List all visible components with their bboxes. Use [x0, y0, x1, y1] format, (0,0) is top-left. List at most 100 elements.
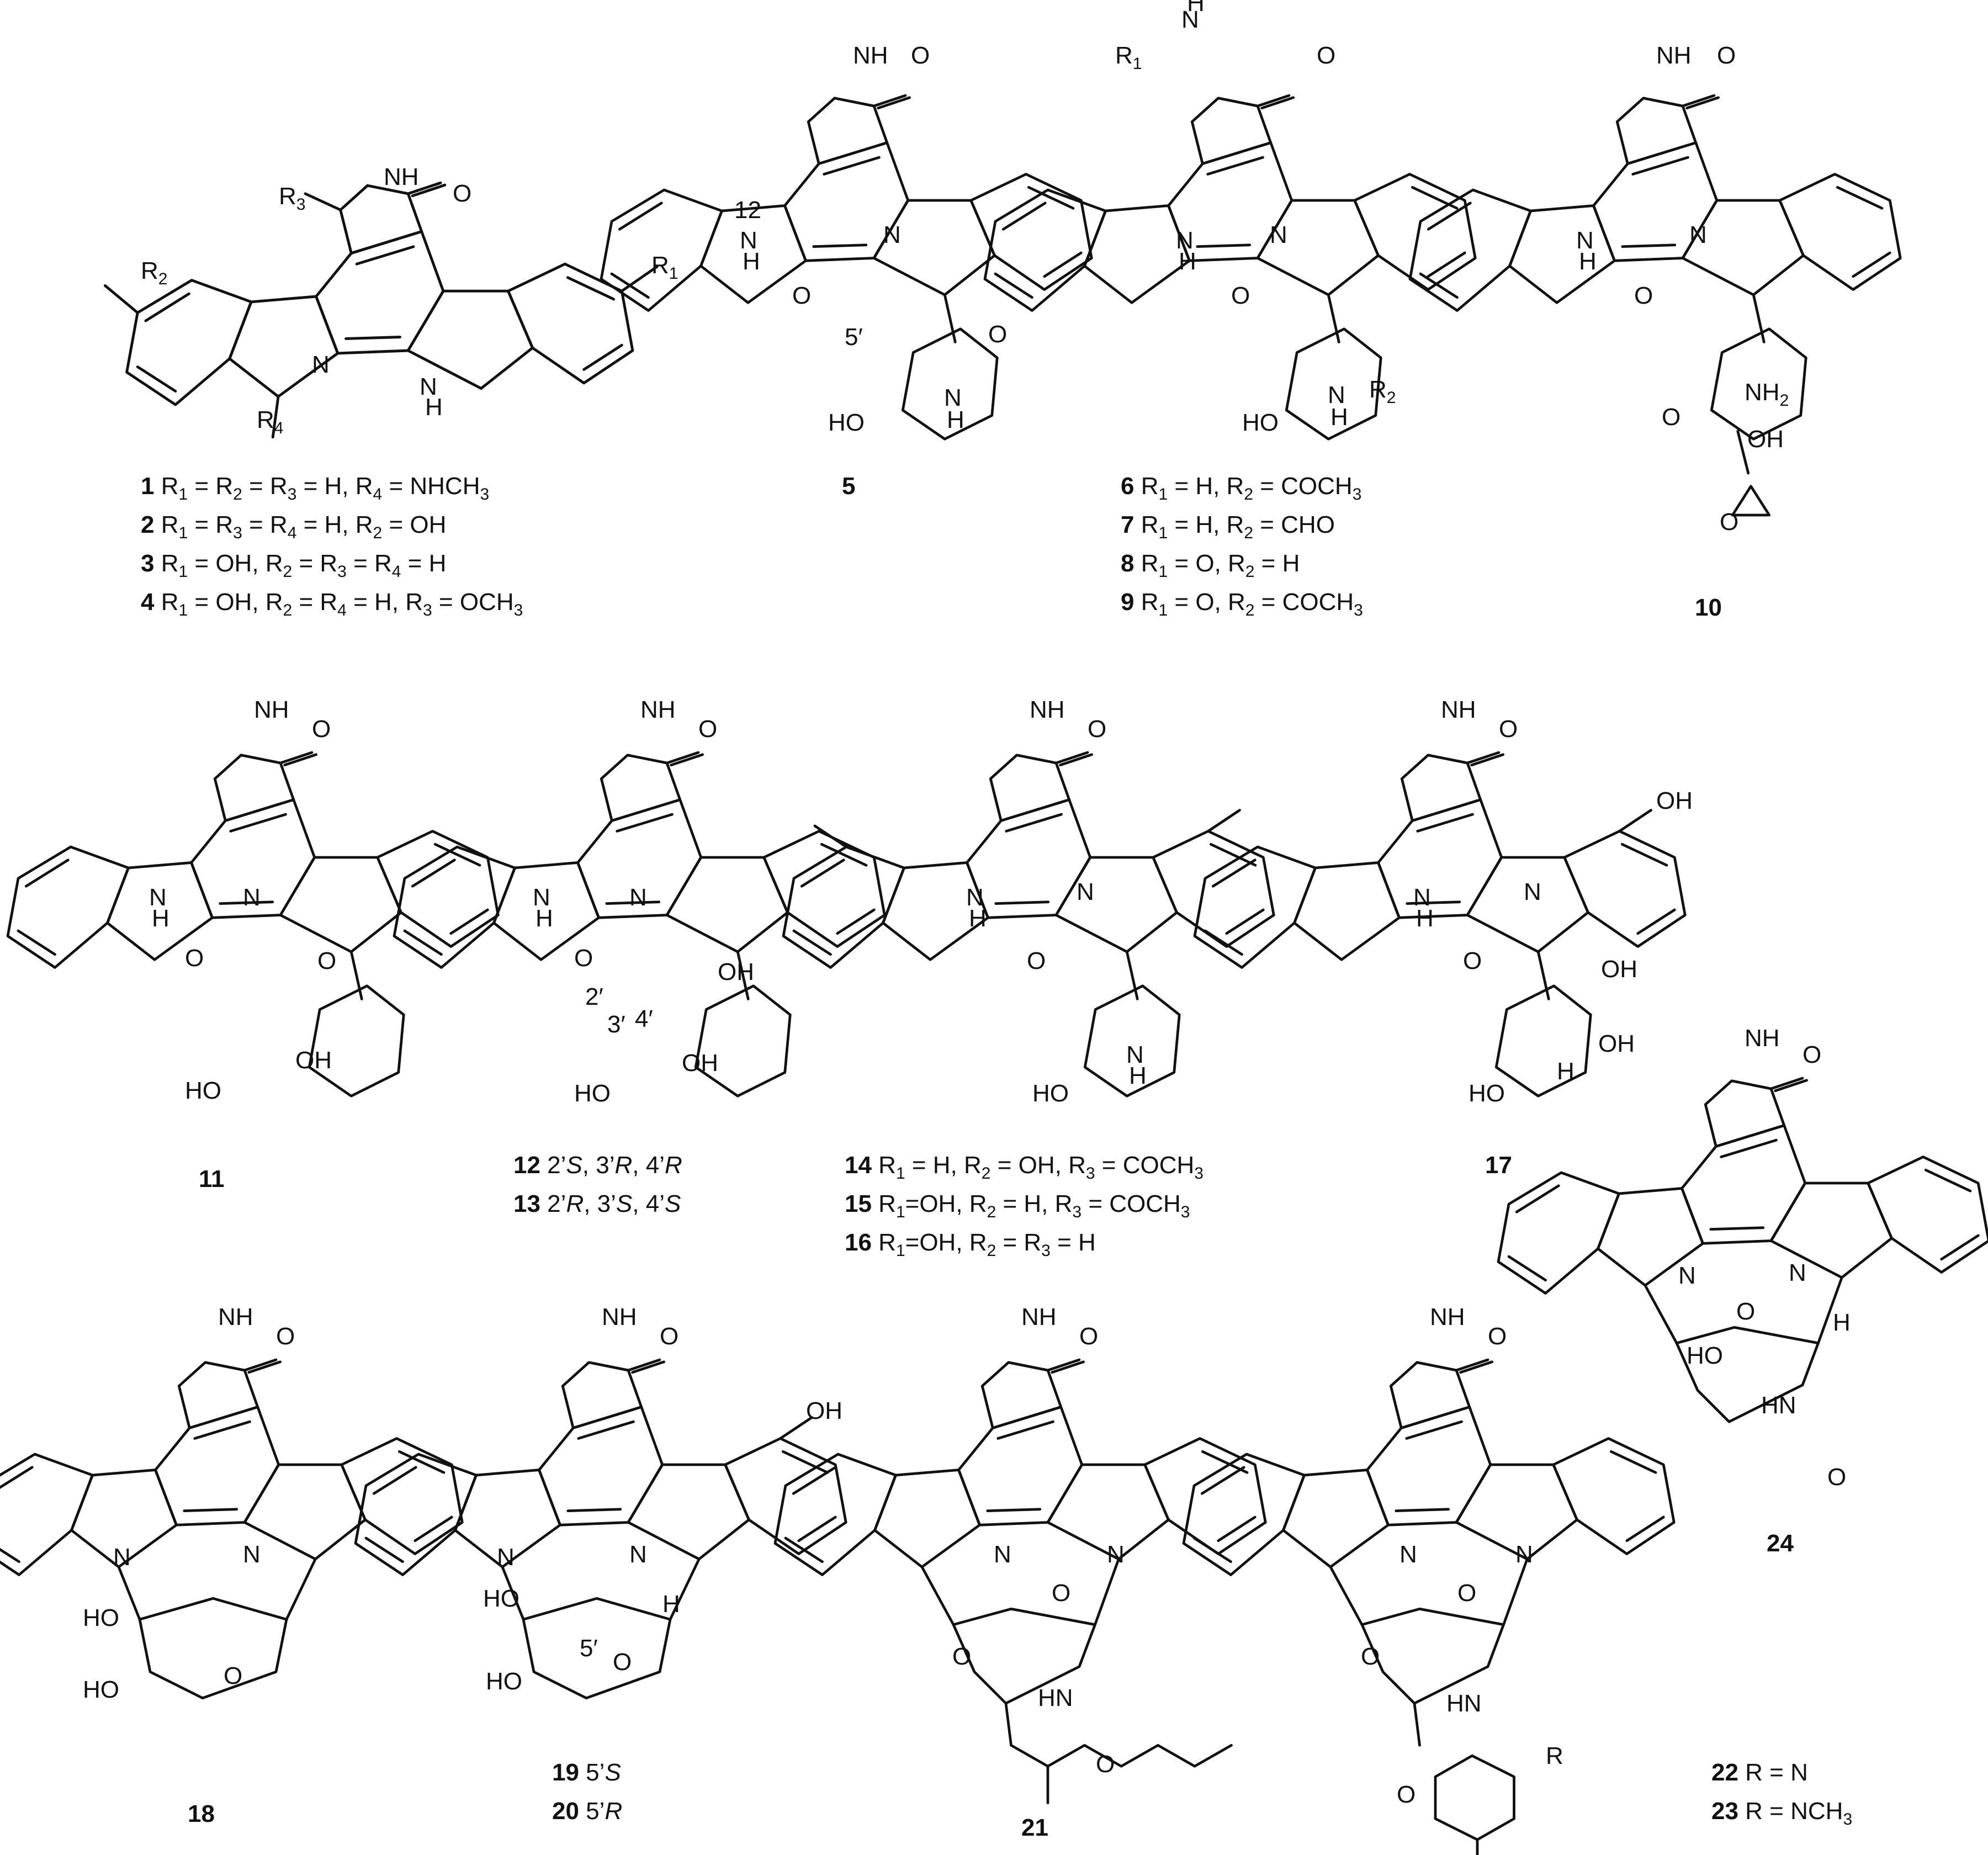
atom-o-1: O: [453, 180, 471, 207]
atom-oh-12b: OH: [682, 1050, 718, 1077]
caption-11: 11: [199, 1165, 225, 1192]
structure-22-23: [1184, 1360, 1674, 1855]
atom-n-14b: N: [1077, 878, 1094, 905]
atom-n-17b: N: [1524, 878, 1541, 905]
atom-n-19a: N: [497, 1544, 515, 1571]
caption-10: 10: [1695, 594, 1722, 621]
atom-hn-21: HN: [1038, 1684, 1073, 1711]
atom-oh-17c: OH: [1598, 1030, 1635, 1057]
caption-14: 14 R1 = H, R2 = OH, R3 = COCH3: [845, 1152, 1204, 1183]
atom-nh-10: NH: [1656, 42, 1692, 69]
atom-ho-19a: HO: [483, 1585, 519, 1612]
atom-o-methoxy-11: O: [317, 947, 336, 974]
atom-o-sugar-12: O: [574, 945, 593, 972]
caption-15: 15 R1=OH, R2 = H, R3 = COCH3: [845, 1190, 1190, 1221]
atom-r3-1: R3: [279, 183, 305, 214]
structure-18: [0, 1360, 462, 1700]
atom-h-10: H: [1579, 248, 1597, 275]
atom-n-18a: N: [113, 1544, 131, 1571]
structure-24: [1498, 1078, 1988, 1423]
atom-n-5: N: [740, 227, 757, 254]
atom-n-19b: N: [629, 1541, 647, 1568]
atom-h-acetyl-5: H: [947, 406, 964, 433]
atom-o-sugar-5: O: [792, 282, 811, 309]
atom-n-22a: N: [1399, 1541, 1417, 1568]
atom-n-21a: N: [994, 1541, 1011, 1568]
atom-o-18: O: [276, 1323, 295, 1350]
atom-o-sugar-10: O: [1634, 282, 1653, 309]
caption-2: 2 R1 = R3 = R4 = H, R2 = OH: [141, 511, 446, 542]
atom-o-acetyl-24: O: [1827, 1464, 1846, 1491]
caption-19: 19 5’S: [552, 1759, 621, 1786]
atom-n-11: N: [149, 884, 167, 911]
atom-r2-6: R2: [1369, 376, 1396, 407]
locant-5p: 5′: [845, 324, 863, 351]
structure-21: [775, 1360, 1265, 1805]
caption-20: 20 5’R: [552, 1798, 622, 1825]
atom-oh-12a: OH: [718, 958, 754, 985]
structure-11: [8, 752, 498, 1096]
atom-o-bridge-24: O: [1736, 1298, 1755, 1325]
locant-5p-19: 5′: [580, 1635, 598, 1662]
atom-h-17c: H: [1557, 1058, 1575, 1085]
atom-h-14: H: [969, 905, 987, 932]
structure-14-16: [783, 752, 1274, 1096]
atom-o-sugar-11: O: [185, 945, 204, 972]
structure-10: [1410, 96, 1900, 517]
atom-nh-1: NH: [384, 163, 419, 190]
caption-22: 22 R = N: [1711, 1759, 1808, 1786]
caption-7: 7 R1 = H, R2 = CHO: [1121, 511, 1335, 542]
structure-6-9: [985, 96, 1475, 439]
caption-1: 1 R1 = R2 = R3 = H, R4 = NHCH3: [141, 473, 489, 504]
atom-ho-14: HO: [1032, 1080, 1069, 1107]
atom-n-6: N: [1176, 227, 1194, 254]
atom-n-6b: N: [1270, 221, 1287, 248]
structure-17: [1195, 752, 1685, 1096]
atom-ho-17: HO: [1469, 1080, 1505, 1107]
atom-o-19: O: [660, 1323, 678, 1350]
atom-n-22b: N: [1515, 1541, 1533, 1568]
atom-hn-22: HN: [1446, 1690, 1482, 1717]
caption-5: 5: [842, 473, 855, 500]
atom-o-ring-18: O: [224, 1662, 242, 1689]
atom-o-methoxy2-22: O: [1397, 1781, 1416, 1808]
atom-n-acetyl-5: N: [944, 384, 962, 411]
atom-n-5b: N: [883, 221, 901, 248]
atom-ho-11: HO: [185, 1077, 221, 1104]
atom-h-6b: H: [1179, 248, 1196, 275]
atom-nh-5: NH: [853, 42, 888, 69]
caption-23: 23 R = NCH3: [1711, 1798, 1852, 1829]
atom-oh-11: OH: [295, 1047, 332, 1074]
atom-o-bridge-22: O: [1457, 1580, 1476, 1607]
caption-12: 12 2’S, 3’R, 4’R: [513, 1152, 682, 1179]
caption-17: 17: [1485, 1152, 1512, 1179]
atom-o-10: O: [1717, 42, 1736, 69]
structure-19-20: [356, 1360, 846, 1700]
atom-h-r2-6: H: [1330, 404, 1348, 431]
atom-nh-14: NH: [1030, 696, 1065, 723]
atom-o-ring-19: O: [613, 1649, 632, 1676]
caption-16: 16 R1=OH, R2 = R3 = H: [845, 1229, 1096, 1260]
atom-nh-12: NH: [640, 696, 676, 723]
atom-n-12b: N: [629, 884, 647, 911]
atom-o-5: O: [911, 42, 930, 69]
atom-o-sugar-6: O: [1231, 282, 1250, 309]
atom-n-12: N: [533, 884, 550, 911]
atom-hn-24: HN: [1761, 1392, 1796, 1419]
atom-n-10: N: [1576, 227, 1594, 254]
atom-ho-12: HO: [574, 1080, 611, 1107]
atom-h-methyl-14: H: [1129, 1062, 1147, 1089]
caption-layer: 1 R1 = R2 = R3 = H, R4 = NHCH3 2 R1 = R3 …: [141, 473, 1852, 1841]
atom-r1-6: R1: [1115, 42, 1142, 73]
atom-nh-17: NH: [1441, 696, 1476, 723]
atom-nh2-10: NH2: [1745, 379, 1789, 410]
atom-o-sugar-17: O: [1463, 947, 1482, 974]
atom-nh-11: NH: [254, 696, 289, 723]
caption-9: 9 R1 = O, R2 = COCH3: [1121, 589, 1363, 619]
atom-nh-21: NH: [1021, 1303, 1057, 1331]
atom-nh-1b: N: [420, 373, 437, 400]
atom-o-21: O: [1079, 1323, 1098, 1350]
atom-o-22: O: [1488, 1323, 1507, 1350]
atom-n-24a: N: [1678, 1262, 1696, 1289]
